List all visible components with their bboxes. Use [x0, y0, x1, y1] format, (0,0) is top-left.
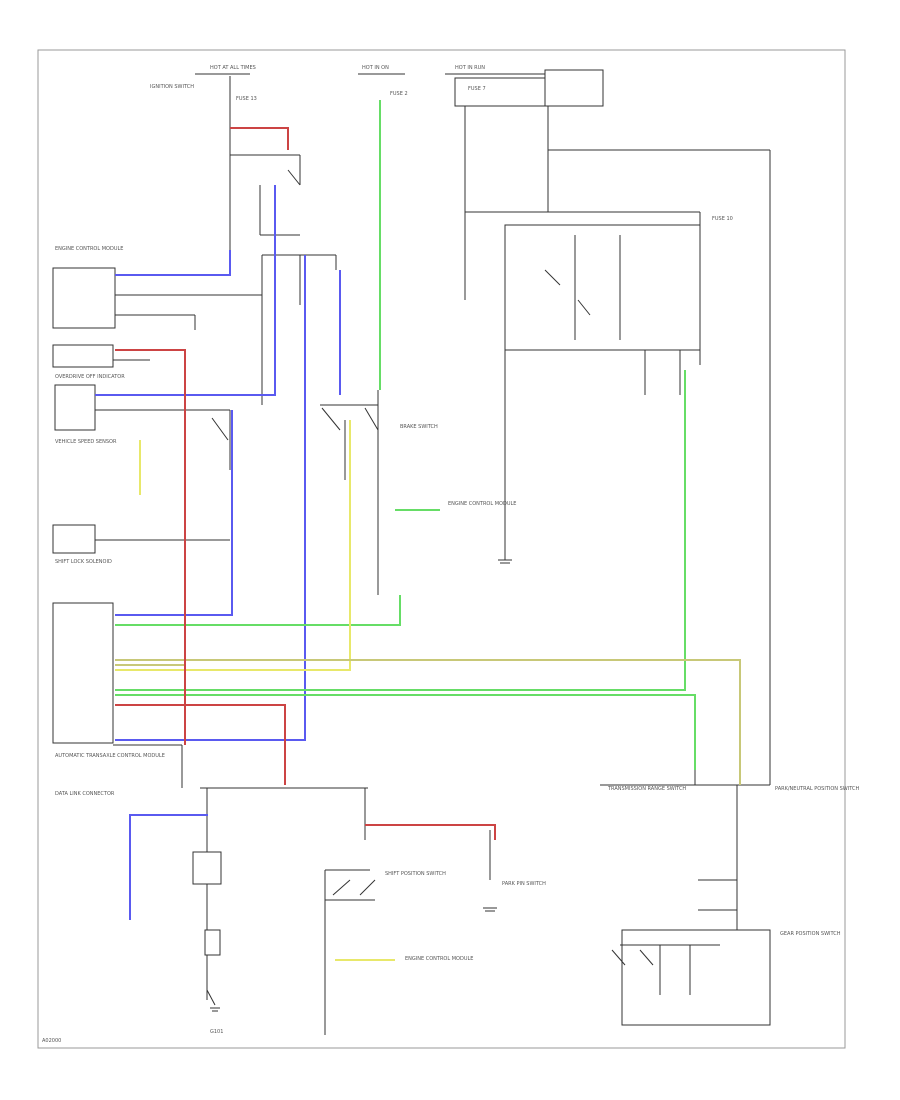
- ecm-ref2-label: ENGINE CONTROL MODULE: [405, 956, 473, 962]
- black-wires: [95, 76, 491, 1035]
- indicator-box: [52, 344, 114, 368]
- gear-switch-box: [621, 929, 771, 1026]
- shift-lock-label: SHIFT LOCK SOLENOID: [55, 559, 112, 565]
- red-wires: [115, 127, 496, 840]
- ecm-label: ENGINE CONTROL MODULE: [55, 246, 123, 252]
- trs-label: TRANSMISSION RANGE SWITCH: [607, 786, 686, 792]
- shift-position-label: SHIFT POSITION SWITCH: [385, 871, 446, 877]
- park-pin-label: PARK PIN SWITCH: [502, 881, 546, 887]
- atcm-label: AUTOMATIC TRANSAXLE CONTROL MODULE: [55, 753, 165, 759]
- hot-in-run-label: HOT IN RUN: [455, 65, 485, 71]
- brake-switch-box: [192, 851, 222, 885]
- left-components: ENGINE CONTROL MODULE OVERDRIVE OFF INDI…: [52, 246, 165, 797]
- vss-label: VEHICLE SPEED SENSOR: [55, 439, 117, 445]
- fuse-relay-label: FUSE 10: [712, 216, 733, 222]
- switch-symbols: [192, 169, 654, 966]
- atcm-box: [52, 602, 114, 744]
- dlc-label: DATA LINK CONNECTOR: [55, 791, 115, 797]
- shift-lock-box: [52, 524, 96, 554]
- right-black-wires: FUSE 10 TRANSMISSION RANGE SWITCH PARK/N…: [42, 106, 859, 1044]
- pnp-label: PARK/NEUTRAL POSITION SWITCH: [775, 786, 859, 792]
- ground-label: G101: [210, 1029, 223, 1035]
- power-feeds: HOT AT ALL TIMES HOT IN ON HOT IN RUN IG…: [150, 65, 604, 107]
- footer-code: A02000: [42, 1038, 61, 1044]
- fuse-block: [454, 77, 546, 107]
- ecm-ref-label: ENGINE CONTROL MODULE: [448, 501, 516, 507]
- lamp-box: [204, 929, 221, 956]
- blue-wires: [95, 185, 341, 920]
- gear-position-label: GEAR POSITION SWITCH: [780, 931, 841, 937]
- relay-box: [544, 69, 604, 107]
- hot-in-on-label: HOT IN ON: [362, 65, 389, 71]
- ignition-switch-label: IGNITION SWITCH: [150, 84, 194, 90]
- brake-switch-label: BRAKE SWITCH: [400, 424, 438, 430]
- fuse-13-label: FUSE 13: [236, 96, 257, 102]
- hot-at-all-times-label: HOT AT ALL TIMES: [210, 65, 256, 71]
- ground-symbols: [210, 559, 512, 1012]
- green-wires: [115, 100, 696, 770]
- fuse-2-label: FUSE 2: [390, 91, 408, 97]
- vss-box: [54, 384, 96, 431]
- fuse-7-label: FUSE 7: [468, 86, 486, 92]
- ecm-box: [52, 267, 116, 329]
- relay-block: [504, 224, 701, 351]
- olive-wires: [115, 659, 741, 785]
- diagram-border: [37, 49, 846, 1049]
- yellow-wires: [115, 420, 395, 961]
- od-off-label: OVERDRIVE OFF INDICATOR: [55, 374, 125, 380]
